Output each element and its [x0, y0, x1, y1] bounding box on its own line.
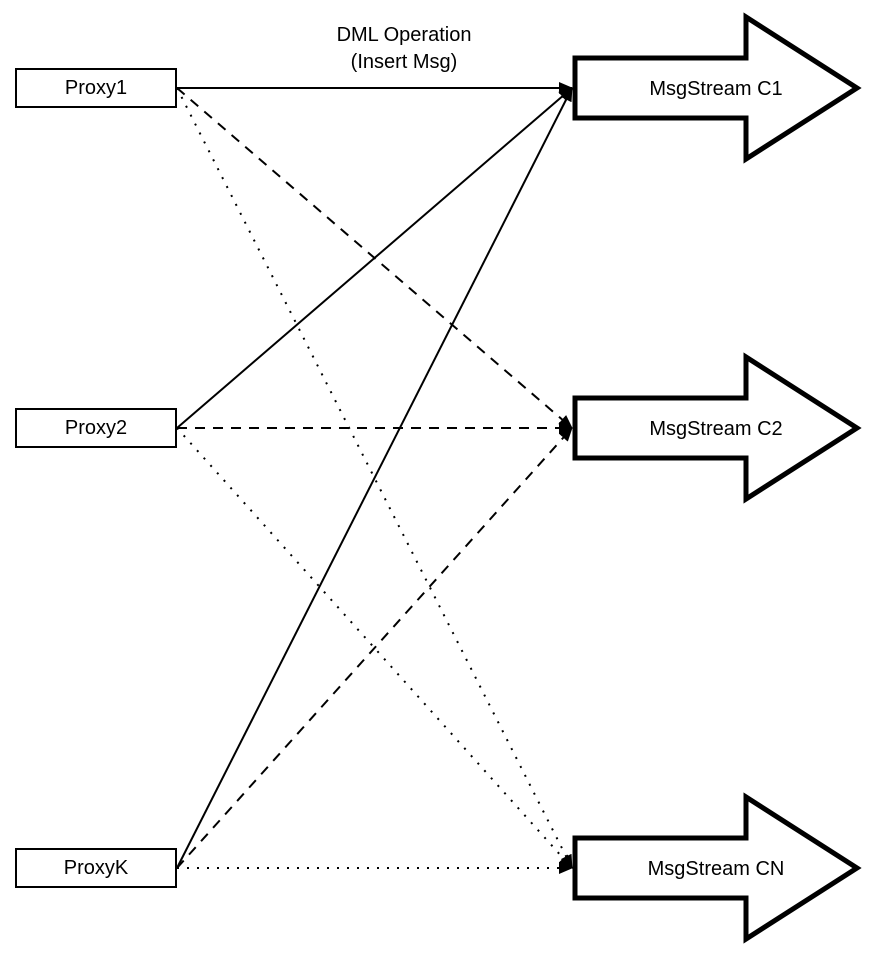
- annotation-line-1: DML Operation: [336, 24, 472, 46]
- msgstream-c1-label: MsgStream C1: [649, 78, 782, 100]
- edge-layer: [176, 82, 573, 874]
- proxyk-label: ProxyK: [63, 857, 129, 879]
- proxyk-node: ProxyK: [15, 848, 177, 888]
- msgstream-cn-label: MsgStream CN: [648, 858, 785, 880]
- msgstream-c1-node: MsgStream C1: [572, 12, 862, 164]
- edge-proxyk-c2: [176, 427, 573, 869]
- proxy2-node: Proxy2: [15, 408, 177, 448]
- proxy1-node: Proxy1: [15, 68, 177, 108]
- msgstream-c2-arrow-shape: [572, 352, 862, 504]
- dml-operation-annotation: DML Operation (Insert Msg): [279, 22, 529, 76]
- edge-proxy2-c1: [176, 87, 573, 429]
- msgstream-c2-node: MsgStream C2: [572, 352, 862, 504]
- edge-proxyk-c1: [176, 87, 573, 869]
- msgstream-c2-label: MsgStream C2: [649, 418, 782, 440]
- msgstream-cn-arrow-shape: [572, 792, 862, 944]
- annotation-line-2: (Insert Msg): [350, 51, 458, 73]
- proxy1-label: Proxy1: [64, 77, 128, 99]
- msgstream-cn-node: MsgStream CN: [572, 792, 862, 944]
- msgstream-c1-arrow-shape: [572, 12, 862, 164]
- proxy2-label: Proxy2: [64, 417, 128, 439]
